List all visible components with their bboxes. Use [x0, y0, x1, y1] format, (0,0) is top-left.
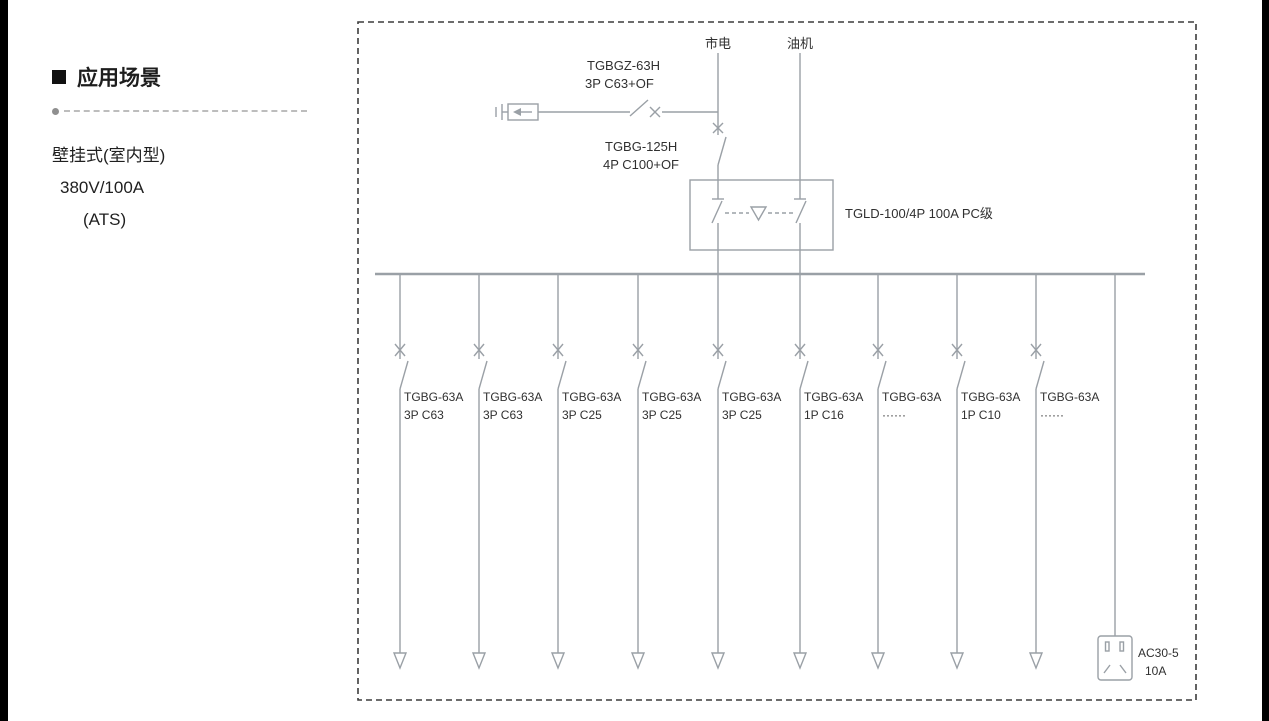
feeder-spec-label: 1P C10 [961, 408, 1001, 422]
feeder-branch-5: TGBG-63A 3P C25 [710, 274, 781, 670]
socket-icon [1097, 635, 1133, 681]
ats-contact-left-blade [711, 200, 723, 224]
breaker-blade-icon [877, 360, 887, 390]
breaker-blade-icon [956, 360, 966, 390]
breaker-blade-icon [399, 360, 409, 390]
feeder-branch-8: TGBG-63A 1P C10 [949, 274, 1020, 670]
load-arrow-icon [471, 652, 487, 670]
breaker-x-icon [872, 343, 884, 357]
breaker-x-icon [394, 343, 406, 357]
feeder-branch-9: TGBG-63A ······ [1028, 274, 1099, 670]
ats-switch: TGLD-100/4P 100A PC级 [689, 179, 993, 251]
feeder-branch-1: TGBG-63A 3P C63 [392, 274, 463, 670]
spd-breaker-blade-icon [629, 99, 649, 117]
feeder-model-label: TGBG-63A [961, 390, 1020, 404]
breaker-x-icon [473, 343, 485, 357]
load-arrow-icon [1028, 652, 1044, 670]
socket-slot-icon [1119, 664, 1127, 674]
left-edge-bar [0, 0, 8, 721]
spd-model-label: TGBGZ-63H [587, 58, 660, 73]
feeder-model-label: TGBG-63A [1040, 390, 1099, 404]
load-arrow-icon [949, 652, 965, 670]
feeder-model-label: TGBG-63A [562, 390, 621, 404]
main-breaker-spec-label: 4P C100+OF [603, 157, 679, 172]
breaker-x-icon [712, 122, 724, 134]
square-bullet-icon [52, 70, 66, 84]
feeder-model-label: TGBG-63A [882, 390, 941, 404]
spec-ats: (ATS) [83, 210, 127, 229]
breaker-blade-icon [637, 360, 647, 390]
feeder-spec-label: ······ [882, 408, 906, 422]
feeder-branch-7: TGBG-63A ······ [870, 274, 941, 670]
info-panel: 应用场景 壁挂式(室内型) 380V/100A (ATS) [52, 62, 307, 230]
feeder-spec-label: 3P C25 [642, 408, 682, 422]
load-arrow-icon [550, 652, 566, 670]
breaker-x-icon [552, 343, 564, 357]
feeder-branch-2: TGBG-63A 3P C63 [471, 274, 542, 670]
breaker-blade-icon [799, 360, 809, 390]
feeder-model-label: TGBG-63A [804, 390, 863, 404]
breaker-x-icon [632, 343, 644, 357]
load-arrow-icon [870, 652, 886, 670]
breaker-x-icon [712, 343, 724, 357]
socket-model-label: AC30-5 [1138, 646, 1179, 660]
section-divider [52, 107, 307, 115]
socket-slot-icon [1119, 641, 1125, 652]
load-arrow-icon [710, 652, 726, 670]
feeder-spec-label: 1P C16 [804, 408, 844, 422]
load-arrow-icon [392, 652, 408, 670]
ats-contact-right-blade [795, 200, 807, 224]
feeder-spec-label: 3P C63 [404, 408, 444, 422]
circuit-diagram: 市电 油机 TGBG-125H 4P C100+OF TGBGZ-63H 3P … [350, 15, 1220, 710]
feeder-spec-label: ······ [1040, 408, 1064, 422]
feeder-branch-4: TGBG-63A 3P C25 [630, 274, 701, 670]
feeder-spec-label: 3P C25 [562, 408, 602, 422]
spec-rating: 380V/100A [60, 178, 145, 197]
breaker-x-icon [951, 343, 963, 357]
load-arrow-icon [792, 652, 808, 670]
mains-incoming: TGBG-125H 4P C100+OF [603, 53, 727, 180]
socket-slot-icon [1104, 641, 1110, 652]
section-title: 应用场景 [77, 67, 161, 90]
socket-slot-icon [1103, 664, 1111, 674]
breaker-x-icon [1030, 343, 1042, 357]
divider-dash-line [64, 110, 307, 112]
breaker-blade-icon [717, 136, 727, 166]
socket-rating-label: 10A [1145, 664, 1166, 678]
section-heading: 应用场景 [52, 62, 307, 92]
ats-label: TGLD-100/4P 100A PC级 [845, 206, 993, 221]
feeder-branch-6: TGBG-63A 1P C16 [792, 274, 863, 670]
right-edge-bar [1262, 0, 1269, 721]
diagram-frame [357, 21, 1197, 701]
feeder-model-label: TGBG-63A [404, 390, 463, 404]
breaker-blade-icon [717, 360, 727, 390]
spec-mount-type: 壁挂式(室内型) [52, 146, 166, 165]
generator-source-label: 油机 [787, 36, 813, 51]
ats-enclosure [689, 179, 834, 251]
divider-dot-icon [52, 107, 59, 115]
socket-branch: AC30-5 10A [1097, 274, 1179, 681]
feeder-spec-label: 3P C25 [722, 408, 762, 422]
feeder-model-label: TGBG-63A [483, 390, 542, 404]
spd-breaker-x-icon [649, 106, 661, 118]
feeder-model-label: TGBG-63A [722, 390, 781, 404]
single-line-diagram-svg: 市电 油机 TGBG-125H 4P C100+OF TGBGZ-63H 3P … [357, 21, 1197, 701]
main-breaker-model-label: TGBG-125H [605, 139, 677, 154]
feeder-spec-label: 3P C63 [483, 408, 523, 422]
ats-mechanism-icon [749, 206, 768, 222]
spd-spec-label: 3P C63+OF [585, 76, 654, 91]
mains-source-label: 市电 [705, 36, 731, 51]
spd-branch: TGBGZ-63H 3P C63+OF [495, 58, 718, 121]
spd-arrow-head-icon [513, 108, 521, 116]
breaker-x-icon [794, 343, 806, 357]
load-arrow-icon [630, 652, 646, 670]
breaker-blade-icon [1035, 360, 1045, 390]
breaker-blade-icon [478, 360, 488, 390]
breaker-blade-icon [557, 360, 567, 390]
feeder-model-label: TGBG-63A [642, 390, 701, 404]
feeder-branch-3: TGBG-63A 3P C25 [550, 274, 621, 670]
